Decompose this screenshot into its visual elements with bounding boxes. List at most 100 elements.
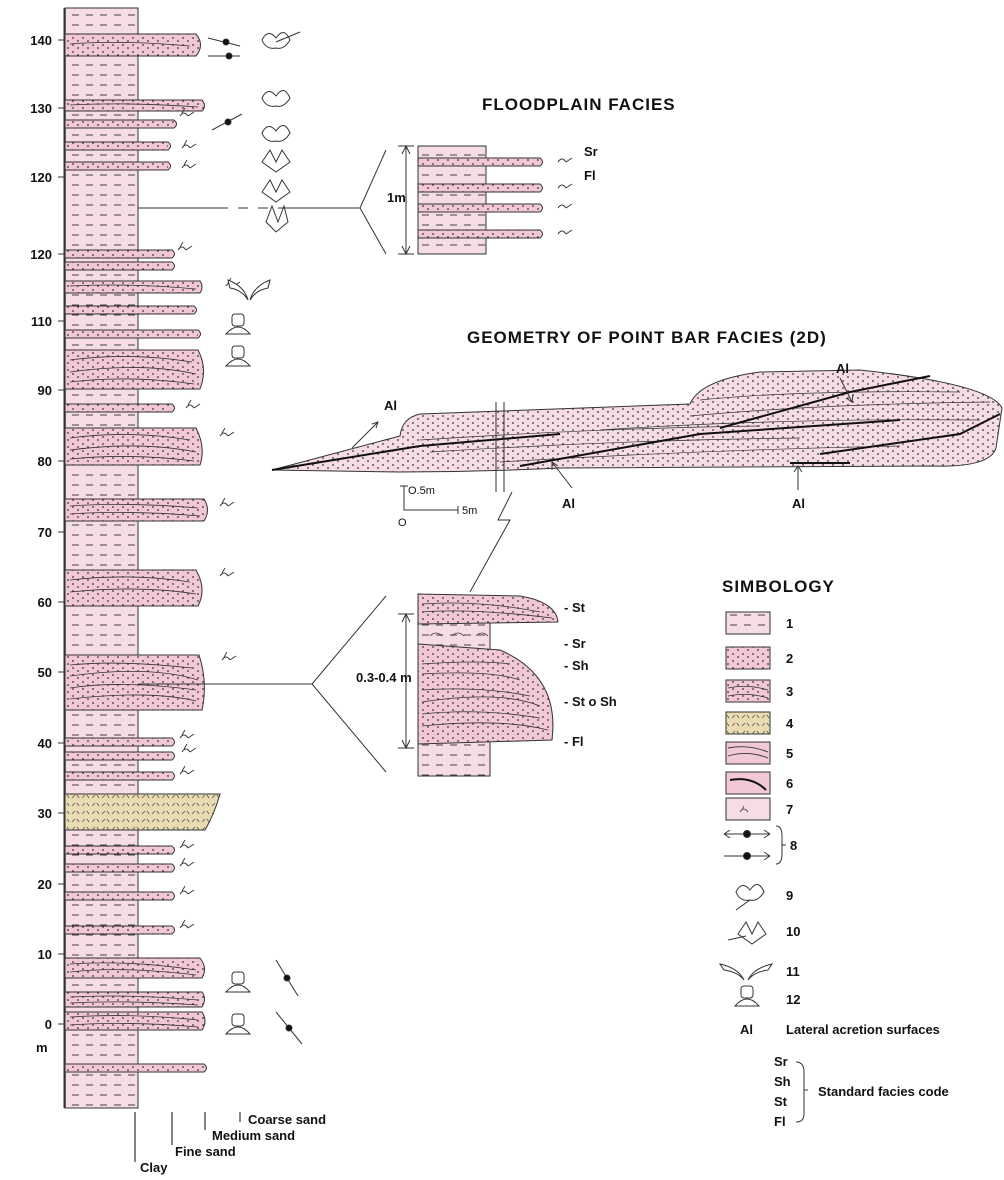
main-column <box>64 7 139 1109</box>
pointbar-scale-vertical: O.5m <box>408 485 435 497</box>
depth-tick-label: 30 <box>38 806 52 821</box>
ripple-icon <box>221 651 237 661</box>
legend-num-12: 12 <box>786 992 800 1007</box>
depth-tick-label: 90 <box>38 383 52 398</box>
pointbar-scale-origin: O <box>398 517 407 529</box>
ripple-icon <box>179 107 195 117</box>
ripple-icon <box>181 139 197 149</box>
leaf-fossil-icon <box>735 884 765 901</box>
grain-coarse-sand-label: Coarse sand <box>248 1112 326 1127</box>
floodplain-scale-label: 1m <box>387 190 406 205</box>
depth-unit-label: m <box>36 1040 48 1055</box>
ripple-icon <box>179 919 195 929</box>
channel-code-fl: - Fl <box>564 734 584 749</box>
plant-fossil-icon <box>261 149 291 233</box>
ripple-icon <box>557 183 573 189</box>
depth-tick-label: 120 <box>30 170 52 185</box>
leaf-fossil-icon <box>261 31 301 49</box>
pointbar-title: GEOMETRY OF POINT BAR FACIES (2D) <box>467 328 827 347</box>
legend-code-sh: Sh <box>774 1074 791 1089</box>
channel-code-sr: - Sr <box>564 636 586 651</box>
depth-tick-label: 60 <box>38 595 52 610</box>
legend-num-5: 5 <box>786 746 793 761</box>
depth-tick-label: 20 <box>38 877 52 892</box>
ripple-icon <box>181 159 197 169</box>
pointbar-al-label-4: Al <box>792 496 805 511</box>
leaf-fossil-icon <box>261 90 291 142</box>
grain-size-scale <box>134 1112 241 1162</box>
grain-medium-sand-label: Medium sand <box>212 1128 295 1143</box>
channel-code-sh: - Sh <box>564 658 589 673</box>
pointbar-al-label-3: Al <box>836 361 849 376</box>
pointbar-detail <box>271 369 1003 514</box>
ripple-icon <box>179 729 195 739</box>
connector-lines <box>138 149 513 773</box>
legend-swatches <box>718 611 808 1123</box>
symbology-title: SIMBOLOGY <box>722 577 835 596</box>
legend-code-fl: Fl <box>774 1114 786 1129</box>
channel-code-st-o-sh: - St o Sh <box>564 694 617 709</box>
pointbar-al-label-1: Al <box>384 398 397 413</box>
legend-num-9: 9 <box>786 888 793 903</box>
plant-fossil-icon <box>737 921 767 945</box>
trunk-fossil-icon <box>740 985 754 999</box>
ripple-icon <box>557 229 573 235</box>
ripple-icon <box>179 857 195 867</box>
ripple-icon <box>219 427 235 437</box>
ripple-icon <box>179 839 195 849</box>
legend-num-4: 4 <box>786 716 794 731</box>
legend-num-11: 11 <box>786 964 800 979</box>
legend-num-10: 10 <box>786 924 800 939</box>
legend-al-abbrev: Al <box>740 1022 753 1037</box>
channel-scale-label: 0.3-0.4 m <box>356 670 412 685</box>
paleocurrent-arrow-icon <box>275 959 303 1045</box>
depth-tick-label: 0 <box>45 1017 52 1032</box>
floodplain-detail <box>398 144 573 256</box>
cross-bedding <box>69 42 201 1028</box>
paleocurrent-arrow-icon <box>211 113 243 131</box>
bivalve-fossil-icon <box>227 279 271 301</box>
ripple-icon <box>177 241 193 251</box>
legend-facies-desc: Standard facies code <box>818 1084 949 1099</box>
depth-tick-label: 110 <box>31 314 52 329</box>
floodplain-code-sr: Sr <box>584 144 598 159</box>
pointbar-al-label-2: Al <box>562 496 575 511</box>
depth-tick-label: 40 <box>38 736 52 751</box>
channel-code-st: - St <box>564 600 586 615</box>
floodplain-title: FLOODPLAIN FACIES <box>482 95 676 114</box>
bivalve-fossil-icon <box>718 963 745 981</box>
ripple-icon <box>181 743 197 753</box>
depth-tick-label: 10 <box>38 947 52 962</box>
ripple-icon <box>219 497 235 507</box>
depth-tick-label: 80 <box>38 454 52 469</box>
depth-tick-label: 50 <box>38 665 52 680</box>
legend-num-1: 1 <box>786 616 793 631</box>
column-symbols <box>207 31 303 1045</box>
pointbar-scale-horizontal: 5m <box>462 505 477 517</box>
depth-tick-label: 120 <box>30 247 52 262</box>
ripple-icon <box>185 399 201 409</box>
channel-detail <box>398 593 559 777</box>
pointbar-scale-bar <box>400 485 459 514</box>
ripple-icon <box>219 567 235 577</box>
legend-num-6: 6 <box>786 776 793 791</box>
depth-tick-label: 70 <box>38 525 52 540</box>
ripple-icon <box>557 157 573 163</box>
floodplain-code-fl: Fl <box>584 168 596 183</box>
legend-code-sr: Sr <box>774 1054 788 1069</box>
grain-clay-label: Clay <box>140 1160 168 1175</box>
legend-num-8: 8 <box>790 838 797 853</box>
paleocurrent-arrow-icon <box>207 37 241 60</box>
depth-axis: 140 130 120 120 110 90 80 70 60 50 40 30 20 10 0 m <box>30 8 65 1108</box>
legend-num-2: 2 <box>786 651 793 666</box>
trunk-fossil-icon <box>224 313 252 1035</box>
legend-num-3: 3 <box>786 684 793 699</box>
grain-fine-sand-label: Fine sand <box>175 1144 236 1159</box>
thin-sand-layers <box>64 119 207 1073</box>
legend-num-7: 7 <box>786 802 793 817</box>
depth-tick-label: 130 <box>30 101 52 116</box>
ripple-icon <box>179 885 195 895</box>
depth-tick-label: 140 <box>30 33 52 48</box>
legend-al-desc: Lateral acretion surfaces <box>786 1022 940 1037</box>
